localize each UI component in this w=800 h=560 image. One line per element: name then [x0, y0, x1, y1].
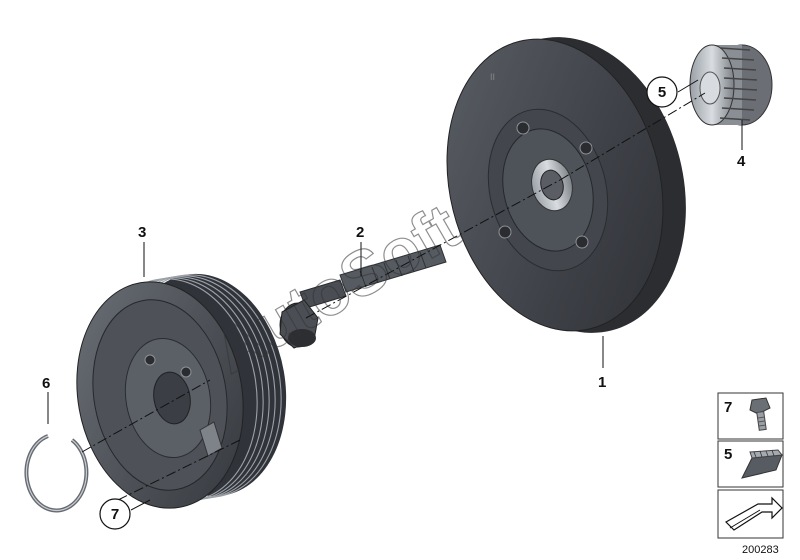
diagram-id: 200283: [742, 544, 779, 556]
bolt-icon: [749, 397, 771, 431]
callout-4: 4: [737, 153, 746, 170]
callout-7-circled: 7: [99, 498, 131, 530]
legend-item-5-number: 5: [724, 446, 732, 463]
belt-pulley: [76, 273, 287, 509]
sprocket: [689, 44, 773, 126]
central-bolt: [279, 244, 447, 349]
callout-2: 2: [356, 224, 364, 241]
callout-5-circled: 5: [646, 76, 678, 108]
snap-ring: [24, 434, 89, 513]
arrow-icon[interactable]: [725, 496, 783, 531]
bolt-hole: [180, 366, 192, 378]
bolt-hole: [575, 235, 589, 249]
assembly-lines: [81, 92, 706, 501]
leader-lines: [47, 79, 743, 511]
callout-6: 6: [42, 375, 50, 392]
callout-1: 1: [598, 374, 606, 391]
bolt-hole: [498, 225, 512, 239]
svg-text:7: 7: [111, 506, 119, 523]
vibration-damper: II: [446, 37, 686, 333]
bolt-hole: [144, 354, 156, 366]
bolt-hole: [516, 121, 530, 135]
wedge-icon: [741, 449, 783, 479]
legend-panel: 7 5: [717, 392, 784, 539]
svg-text:5: 5: [658, 84, 666, 101]
legend-item-7-number: 7: [724, 399, 732, 416]
svg-text:II: II: [490, 72, 495, 82]
watermark: AutoSoft: [201, 190, 471, 387]
bolt-hole: [579, 141, 593, 155]
callout-3: 3: [138, 224, 146, 241]
